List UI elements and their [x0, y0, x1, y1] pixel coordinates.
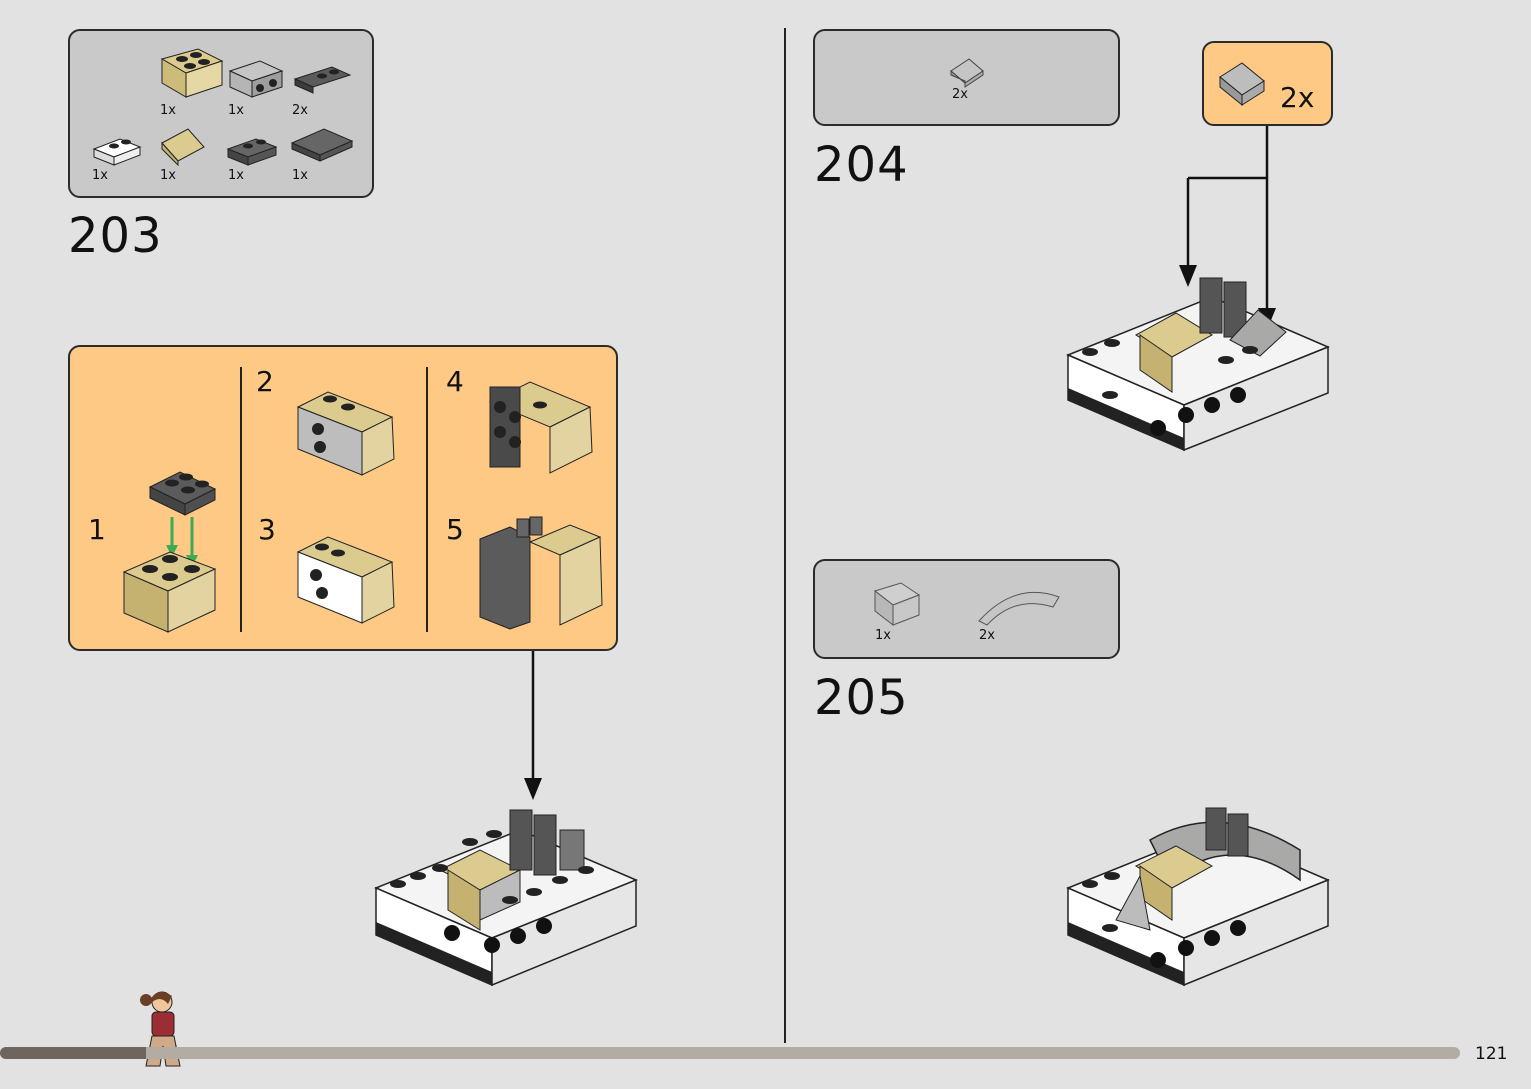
progress-fill	[0, 1047, 146, 1059]
parts-list-203-art	[92, 48, 354, 167]
callout-qty: 2x	[1280, 81, 1315, 114]
part-qty: 2x	[979, 628, 995, 643]
gray-curved-slope-icon	[978, 591, 1060, 626]
submodel-box: 1 2 3 4 5	[68, 345, 618, 651]
part-qty: 1x	[228, 103, 244, 118]
part-qty: 1x	[160, 168, 176, 183]
part-qty: 2x	[292, 103, 308, 118]
gray-slope-icon	[950, 58, 984, 88]
assembly-arrow-203	[524, 651, 542, 800]
substep-number-5: 5	[446, 513, 464, 546]
step-number-205: 205	[814, 670, 909, 726]
progress-track	[0, 1047, 1460, 1059]
tan-brick-2x2-icon	[160, 48, 224, 98]
substep-3-art	[296, 536, 395, 624]
substep-5-art	[479, 516, 603, 630]
tan-slope-icon	[161, 128, 205, 167]
dark-plate-1x2-icon	[226, 138, 278, 166]
part-qty: 2x	[952, 87, 968, 102]
gray-slope-icon	[1219, 62, 1265, 107]
callout-art	[1219, 62, 1265, 107]
parts-list-203: 1x 1x 2x 1x 1x 1x 1x	[68, 29, 374, 198]
dark-clip-plate-icon	[293, 66, 352, 94]
step-number-203: 203	[68, 208, 163, 264]
gray-bracket-icon	[228, 60, 284, 98]
parts-list-204-art	[950, 58, 984, 88]
substep-4-art	[488, 381, 593, 474]
part-qty: 1x	[292, 168, 308, 183]
model-205	[1066, 807, 1330, 987]
gray-windscreen-icon	[873, 582, 921, 627]
part-qty: 1x	[875, 628, 891, 643]
submodel-art	[122, 367, 603, 633]
white-plate-1x2-icon	[92, 138, 142, 166]
dark-tile-2x2-icon	[290, 128, 354, 162]
page-number: 121	[1475, 1044, 1508, 1064]
parts-list-205: 1x 2x	[813, 559, 1120, 659]
parts-list-204: 2x	[813, 29, 1120, 126]
parts-list-205-art	[873, 582, 1060, 627]
part-qty: 1x	[92, 168, 108, 183]
model-204	[1066, 277, 1330, 452]
parts-callout: 2x	[1202, 41, 1333, 126]
step-number-204: 204	[814, 137, 909, 193]
model-203	[374, 809, 638, 987]
part-qty: 1x	[228, 168, 244, 183]
page-divider	[784, 28, 786, 1043]
substep-1-art	[122, 471, 217, 633]
substep-number-3: 3	[258, 513, 276, 546]
substep-number-2: 2	[256, 365, 274, 398]
substep-2-art	[296, 391, 395, 476]
part-qty: 1x	[160, 103, 176, 118]
substep-number-4: 4	[446, 365, 464, 398]
substep-number-1: 1	[88, 513, 106, 546]
